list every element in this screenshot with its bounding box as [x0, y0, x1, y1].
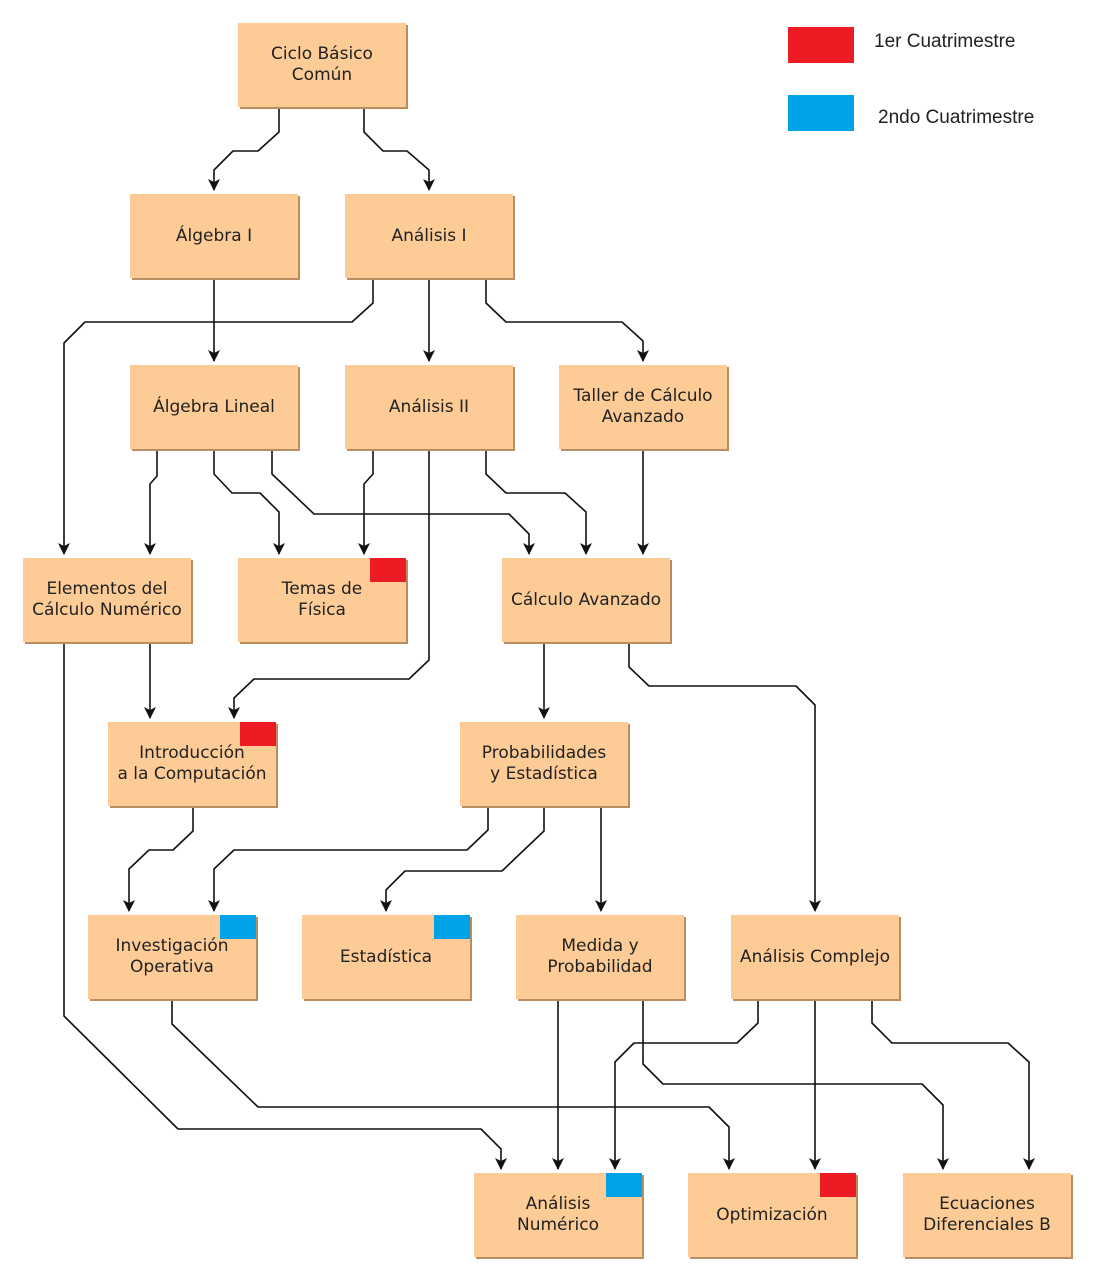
node-label: Medida y Probabilidad — [547, 936, 653, 977]
node-ecuaciones-diferenciales-b: Ecuaciones Diferenciales B — [903, 1173, 1071, 1257]
edge-analisis2-to-fisica — [358, 450, 374, 555]
edge-medida-to-ecuaciones — [642, 1000, 949, 1170]
second-semester-tag — [606, 1173, 642, 1197]
node-calculo-avanzado: Cálculo Avanzado — [502, 558, 670, 642]
node-introduccion-computacion: Introducción a la Computación — [108, 722, 276, 806]
legend-swatch-first-semester — [788, 27, 854, 63]
node-label: Investigación Operativa — [115, 936, 229, 977]
node-label: Análisis I — [391, 225, 467, 246]
edge-analisis2-to-calculo_avanzado — [485, 450, 592, 555]
first-semester-tag — [370, 558, 406, 582]
edge-analisis1-to-taller — [485, 278, 649, 362]
legend-swatch-second-semester — [788, 95, 854, 131]
node-elementos-calculo-numerico: Elementos del Cálculo Numérico — [23, 558, 191, 642]
node-label: Análisis Numérico — [517, 1194, 599, 1235]
node-label: Estadística — [339, 946, 433, 967]
edge-algebra_lineal-to-fisica — [213, 450, 285, 555]
node-label: Análisis II — [388, 396, 470, 417]
node-label: Probabilidades y Estadística — [481, 743, 607, 784]
node-optimizacion: Optimización — [688, 1173, 856, 1257]
node-algebra-lineal: Álgebra Lineal — [130, 365, 298, 449]
node-label: Taller de Cálculo Avanzado — [573, 386, 713, 427]
node-ciclo-basico-comun: Ciclo Básico Común — [238, 23, 406, 107]
second-semester-tag — [434, 915, 470, 939]
node-investigacion-operativa: Investigación Operativa — [88, 915, 256, 999]
node-probabilidades-estadistica: Probabilidades y Estadística — [460, 722, 628, 806]
second-semester-tag — [220, 915, 256, 939]
node-label: Análisis Complejo — [739, 946, 891, 967]
edge-analisis2-to-intro_comp — [228, 450, 430, 719]
node-analisis-i: Análisis I — [345, 194, 513, 278]
node-label: Ecuaciones Diferenciales B — [923, 1194, 1051, 1235]
first-semester-tag — [820, 1173, 856, 1197]
node-label: Temas de Física — [281, 579, 363, 620]
node-label: Álgebra I — [175, 225, 253, 246]
node-label: Álgebra Lineal — [153, 396, 275, 417]
edge-algebra_lineal-to-calculo_avanzado — [271, 450, 535, 555]
node-label: Optimización — [716, 1204, 828, 1225]
node-temas-de-fisica: Temas de Física — [238, 558, 406, 642]
edge-complejo-to-ecuaciones — [871, 1000, 1035, 1170]
legend-label-second-semester: 2ndo Cuatrimestre — [878, 107, 1035, 128]
edge-analisis1-to-elementos — [58, 278, 374, 555]
edge-cbc-to-algebra1 — [208, 108, 280, 191]
node-label: Introducción a la Computación — [117, 743, 267, 784]
node-algebra-i: Álgebra I — [130, 194, 298, 278]
node-taller-calculo-avanzado: Taller de Cálculo Avanzado — [559, 365, 727, 449]
edge-algebra_lineal-to-elementos — [144, 450, 158, 555]
node-analisis-complejo: Análisis Complejo — [731, 915, 899, 999]
edge-intro_comp-to-investigacion — [123, 807, 194, 912]
edge-probabilidades-to-investigacion — [208, 807, 489, 912]
edge-probabilidades-to-estadistica — [380, 807, 545, 912]
node-label: Cálculo Avanzado — [510, 589, 662, 610]
node-label: Elementos del Cálculo Numérico — [32, 579, 182, 620]
legend-label-first-semester: 1er Cuatrimestre — [874, 31, 1016, 52]
node-label: Ciclo Básico Común — [271, 44, 373, 85]
node-analisis-ii: Análisis II — [345, 365, 513, 449]
edge-investigacion-to-optimizacion — [171, 1000, 735, 1170]
edge-cbc-to-analisis1 — [363, 108, 435, 191]
edge-calculo_avanzado-to-complejo — [628, 643, 821, 912]
edge-elementos-to-numerico — [63, 643, 507, 1170]
node-estadistica: Estadística — [302, 915, 470, 999]
edge-complejo-to-numerico — [609, 1000, 759, 1170]
first-semester-tag — [240, 722, 276, 746]
node-medida-probabilidad: Medida y Probabilidad — [516, 915, 684, 999]
node-analisis-numerico: Análisis Numérico — [474, 1173, 642, 1257]
